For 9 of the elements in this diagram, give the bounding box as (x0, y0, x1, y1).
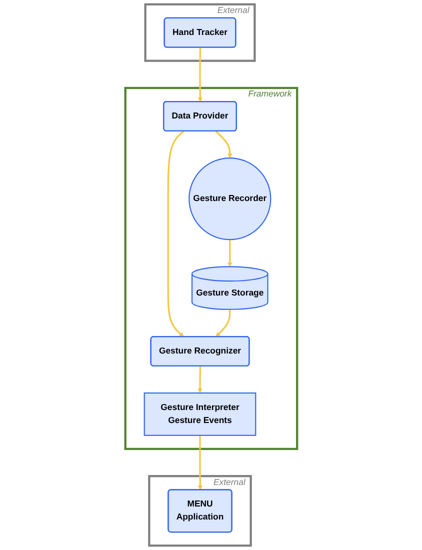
node-circle: Gesture Recorder (188, 158, 271, 240)
node-box: Gesture Interpreter Gesture Events (144, 392, 256, 436)
arrow (197, 366, 202, 394)
arrow (215, 130, 232, 158)
arrow (198, 48, 202, 102)
arrow (227, 240, 232, 267)
arrow (167, 130, 184, 338)
arrow (215, 309, 230, 338)
arrow (198, 435, 202, 490)
